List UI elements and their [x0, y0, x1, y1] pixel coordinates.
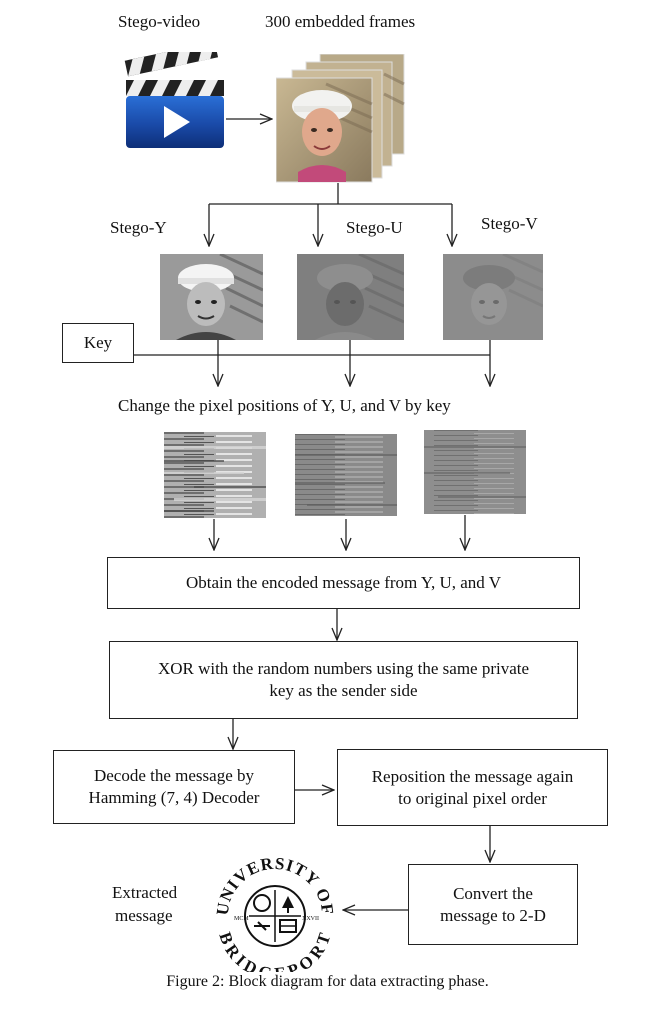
obtain-message-label: Obtain the encoded message from Y, U, an… [185, 573, 502, 592]
key-box: Key [62, 323, 134, 363]
seal-year-right: XXVII [302, 916, 319, 922]
convert-label-line1: Convert the [453, 883, 533, 903]
key-label: Key [83, 333, 113, 352]
figure-caption: Figure 2: Block diagram for data extract… [166, 973, 489, 990]
embedded-frames-stack [276, 54, 405, 183]
scrambled-u-image [295, 434, 397, 516]
convert-2d-box: Convert the message to 2-D [408, 864, 578, 945]
stego-y-label: Stego-Y [110, 218, 167, 237]
obtain-message-box: Obtain the encoded message from Y, U, an… [107, 557, 580, 609]
stego-video-label: Stego-video [118, 12, 201, 31]
stego-v-label: Stego-V [481, 214, 538, 233]
video-file-icon [124, 52, 224, 148]
reposition-label-line1: Reposition the message again [371, 766, 574, 786]
embedded-frames-label: 300 embedded frames [265, 12, 416, 31]
reposition-box: Reposition the message again to original… [337, 749, 608, 826]
stego-v-image [443, 254, 543, 340]
convert-label-line2: message to 2-D [440, 905, 546, 925]
hamming-decode-box: Decode the message by Hamming (7, 4) Dec… [53, 750, 295, 824]
decode-label-line1: Decode the message by [93, 766, 255, 785]
decode-label-line2: Hamming (7, 4) Decoder [88, 788, 260, 807]
university-seal-logo: UNIVERSITY OF BRIDGEPORT MCM XXVII [214, 856, 336, 972]
stego-u-label: Stego-U [346, 218, 403, 237]
xor-box: XOR with the random numbers using the sa… [109, 641, 578, 719]
extracted-message-line1: Extracted [112, 883, 178, 902]
extracted-message-line2: message [115, 906, 173, 925]
stego-u-image [297, 254, 404, 340]
scrambled-v-image [424, 430, 526, 514]
stego-y-image [160, 254, 263, 340]
seal-year-left: MCM [234, 916, 249, 922]
xor-label-line1: XOR with the random numbers using the sa… [157, 659, 530, 678]
permute-label: Change the pixel positions of Y, U, and … [118, 396, 451, 415]
reposition-label-line2: to original pixel order [398, 788, 547, 808]
xor-label-line2: key as the sender side [269, 681, 418, 700]
scrambled-y-image [164, 432, 266, 518]
